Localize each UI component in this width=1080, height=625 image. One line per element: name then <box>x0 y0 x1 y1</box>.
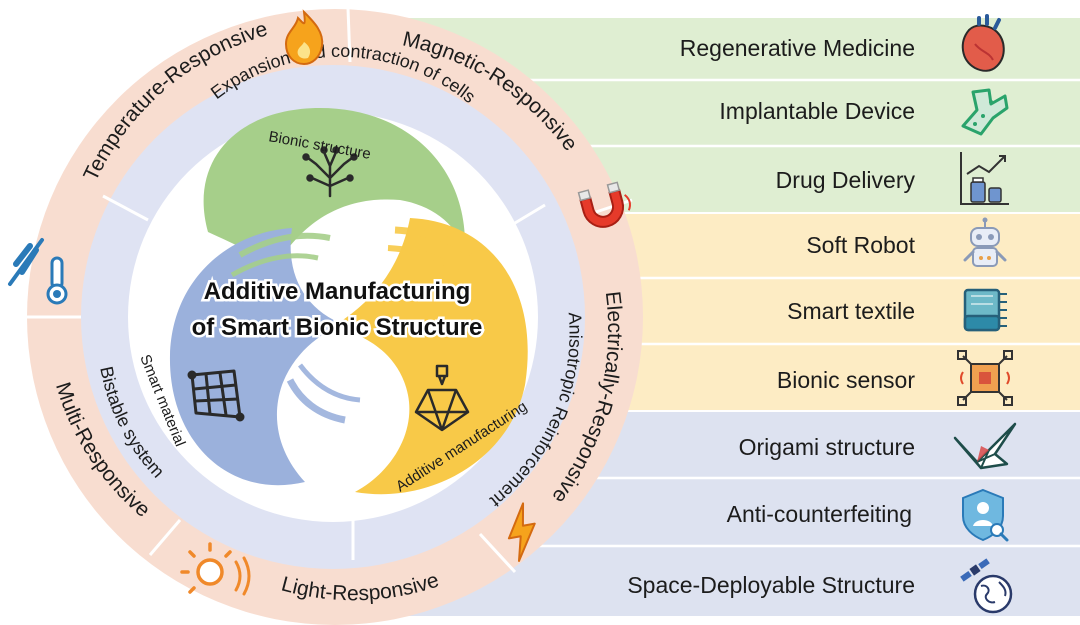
shield-user-icon <box>962 488 1009 542</box>
thermometer-icon <box>8 238 68 305</box>
printer-nozzle-icon <box>414 364 470 432</box>
heart-icon <box>961 14 1005 72</box>
app-label-soft-robot: Soft Robot <box>806 232 915 258</box>
center-title-line2: of Smart Bionic Structure <box>192 314 483 341</box>
petal-additive-manufacturing <box>330 218 528 495</box>
app-label-anti-counterfeiting: Anti-counterfeiting <box>727 501 912 527</box>
inner-ring-dividers <box>102 194 546 560</box>
satellite-globe-icon <box>960 558 1013 614</box>
center-title: Additive Manufacturing of Smart Bionic S… <box>189 276 485 344</box>
app-label-regenerative-medicine: Regenerative Medicine <box>680 35 915 61</box>
implant-icon <box>961 88 1009 136</box>
petal-smart-material <box>169 228 345 486</box>
tree-branch-icon <box>302 146 358 198</box>
app-label-origami-structure: Origami structure <box>739 434 915 460</box>
flame-icon <box>284 9 324 66</box>
magnet-icon <box>577 181 631 228</box>
app-label-smart-textile: Smart textile <box>787 298 915 324</box>
petal-bionic-structure <box>203 108 466 268</box>
textile-icon <box>963 288 1007 332</box>
app-label-implantable-device: Implantable Device <box>719 98 915 124</box>
swirl-streaks <box>230 226 473 424</box>
sensor-icon <box>957 350 1013 406</box>
lattice-grid-icon <box>187 369 245 422</box>
app-label-drug-delivery: Drug Delivery <box>776 167 916 193</box>
lightning-icon <box>507 502 536 562</box>
app-label-bionic-sensor: Bionic sensor <box>777 367 915 393</box>
sun-icon <box>180 542 251 596</box>
drug-chart-icon <box>960 152 1009 205</box>
app-label-space-deployable: Space-Deployable Structure <box>627 572 915 598</box>
origami-crane-icon <box>953 422 1017 470</box>
center-title-line1: Additive Manufacturing <box>204 278 471 305</box>
robot-icon <box>963 217 1007 267</box>
